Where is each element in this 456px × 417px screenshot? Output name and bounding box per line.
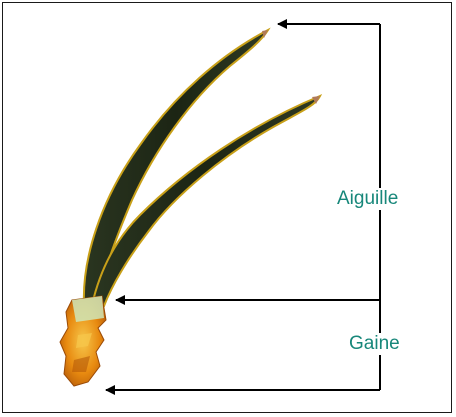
label-aiguille: Aiguille — [335, 188, 400, 210]
sheath — [60, 296, 106, 386]
label-gaine: Gaine — [347, 333, 402, 355]
